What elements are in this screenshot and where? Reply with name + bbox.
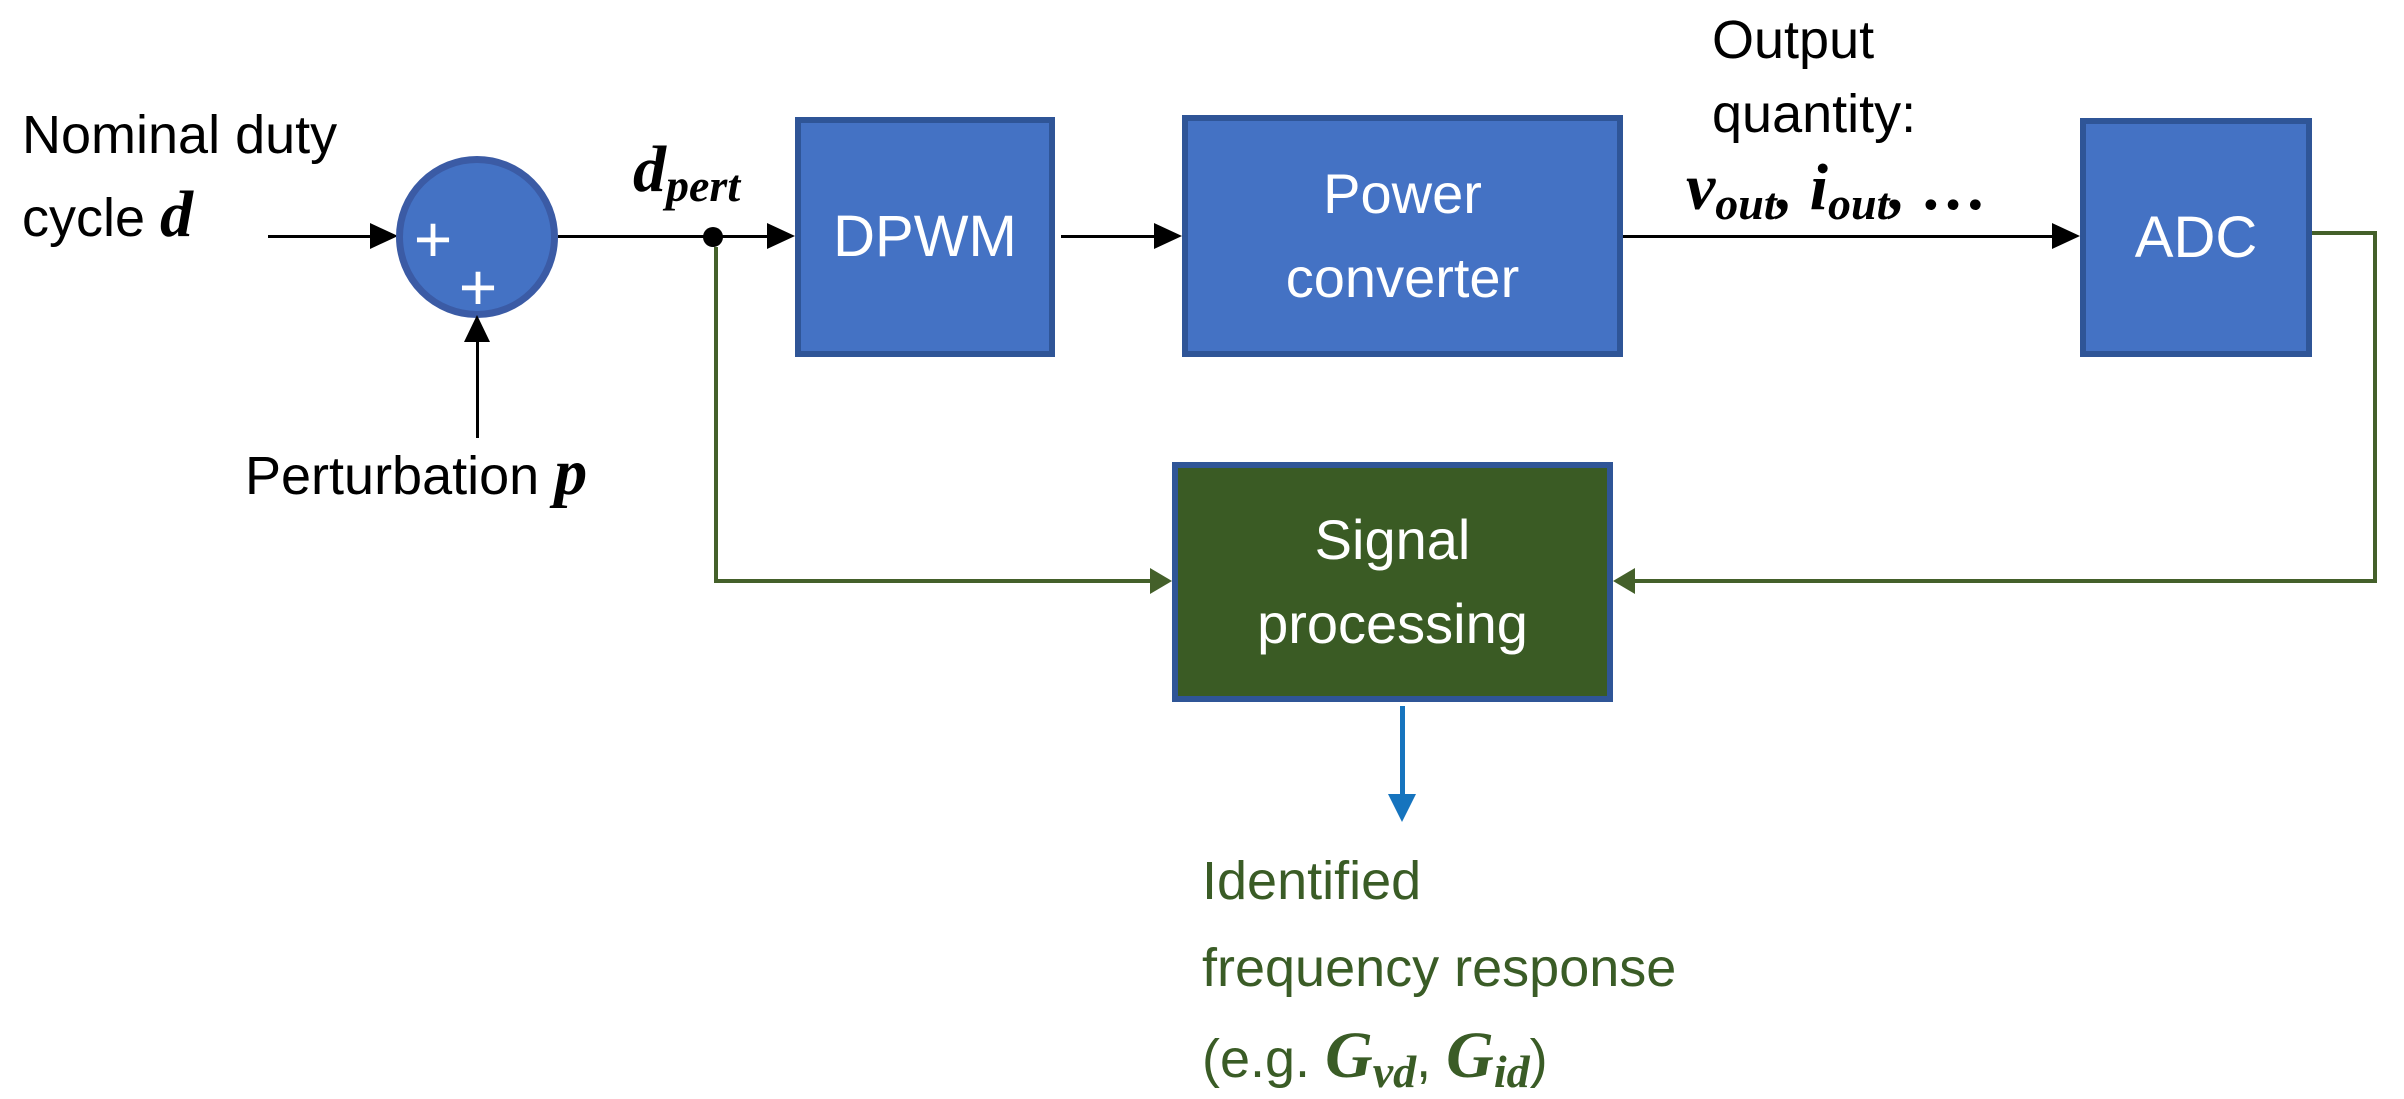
nominal-duty-line1: Nominal duty bbox=[22, 105, 338, 165]
dpert-label: dpert bbox=[633, 132, 740, 212]
identified-response-label: Identified frequency response (e.g. Gvd,… bbox=[1202, 838, 1676, 1099]
power-to-adc-line bbox=[1623, 235, 2053, 238]
iout-subscript: out bbox=[1828, 178, 1890, 230]
identified-response-line3: (e.g. Gvd, Gid) bbox=[1202, 1019, 1548, 1097]
identified-response-line1: Identified bbox=[1202, 851, 1422, 911]
nominal-input-arrowhead-icon bbox=[370, 223, 398, 249]
output-quantity-label: Output quantity: bbox=[1712, 3, 1916, 151]
power-converter-label-line2: converter bbox=[1285, 246, 1520, 309]
dpwm-block: DPWM bbox=[795, 117, 1055, 357]
adc-feedback-arrowhead-icon bbox=[1613, 568, 1635, 594]
perturbation-label: Perturbation p bbox=[245, 435, 587, 511]
result-prefix: (e.g. bbox=[1202, 1029, 1326, 1089]
adc-feedback-line-top bbox=[2312, 231, 2375, 235]
dpert-junction-dot bbox=[703, 227, 723, 247]
dpert-base: d bbox=[633, 133, 666, 206]
dpwm-to-power-line bbox=[1061, 235, 1156, 238]
perturbation-arrowhead-icon bbox=[464, 315, 490, 342]
dpert-line bbox=[558, 235, 769, 238]
gvd-base: G bbox=[1325, 1019, 1373, 1092]
nominal-duty-cycle-label: Nominal duty cycle d bbox=[22, 95, 337, 258]
identified-response-line2: frequency response bbox=[1202, 938, 1677, 998]
perturbation-variable: p bbox=[554, 436, 588, 509]
result-arrow-line bbox=[1400, 706, 1405, 796]
signal-processing-label-line1: Signal bbox=[1314, 508, 1471, 571]
result-arrowhead-icon bbox=[1388, 794, 1416, 822]
signal-processing-label-line2: processing bbox=[1257, 592, 1528, 655]
output-quantity-line2: quantity: bbox=[1712, 84, 1917, 144]
iout-base: i bbox=[1809, 151, 1829, 224]
adc-feedback-line-bottom bbox=[1635, 579, 2377, 583]
summing-junction bbox=[396, 156, 558, 318]
vout-base: v bbox=[1686, 151, 1716, 224]
signal-processing-block: Signal processing bbox=[1172, 462, 1613, 702]
output-quantity-line1: Output bbox=[1712, 10, 1875, 70]
plus-sign-top: + bbox=[413, 202, 453, 276]
gid-subscript: id bbox=[1493, 1046, 1530, 1098]
dpert-feedback-line-horizontal bbox=[714, 579, 1152, 583]
perturbation-text: Perturbation bbox=[245, 446, 555, 506]
result-separator: , bbox=[1416, 1029, 1447, 1089]
power-to-adc-arrowhead-icon bbox=[2052, 223, 2080, 249]
perturbation-input-line bbox=[476, 340, 479, 438]
dpert-feedback-arrowhead-icon bbox=[1150, 568, 1172, 594]
adc-block: ADC bbox=[2080, 118, 2312, 357]
nominal-duty-variable: d bbox=[160, 178, 194, 251]
adc-feedback-line-vertical bbox=[2373, 231, 2377, 583]
output-signals-label: vout, iout, … bbox=[1686, 150, 1988, 230]
separator-ellipsis: , … bbox=[1889, 151, 1989, 224]
gvd-subscript: vd bbox=[1372, 1046, 1417, 1098]
result-suffix: ) bbox=[1529, 1029, 1548, 1089]
plus-sign-bottom: + bbox=[458, 250, 498, 324]
nominal-duty-line2: cycle bbox=[22, 188, 161, 248]
dpert-arrowhead-icon bbox=[767, 223, 795, 249]
gid-base: G bbox=[1446, 1019, 1494, 1092]
power-converter-label-line1: Power bbox=[1323, 162, 1482, 225]
adc-label: ADC bbox=[2134, 204, 2258, 270]
dpert-subscript: pert bbox=[666, 160, 741, 212]
vout-subscript: out bbox=[1715, 178, 1777, 230]
nominal-input-line bbox=[268, 235, 372, 238]
power-converter-block: Power converter bbox=[1182, 115, 1623, 357]
dpwm-to-power-arrowhead-icon bbox=[1154, 223, 1182, 249]
dpert-feedback-line-vertical bbox=[714, 247, 718, 581]
separator-1: , bbox=[1776, 151, 1810, 224]
dpwm-label: DPWM bbox=[833, 204, 1017, 269]
